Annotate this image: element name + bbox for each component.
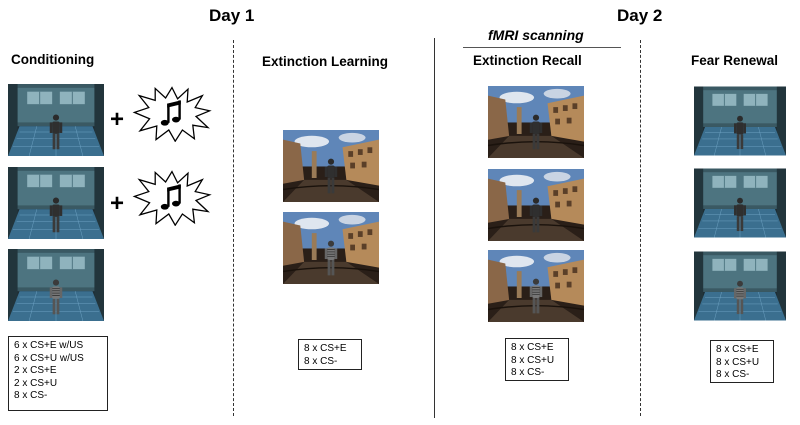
day-2-heading: Day 2 — [617, 6, 663, 25]
trial-line: 6 x CS+U w/US — [14, 352, 84, 364]
phase-title-conditioning: Conditioning — [11, 52, 95, 67]
trial-line: 8 x CS- — [14, 390, 48, 401]
separator-day1-day2 — [434, 38, 435, 418]
extinction-learning-trial-list: 8 x CS+E 8 x CS- — [298, 339, 362, 370]
phase-title-extinction-recall: Extinction Recall — [473, 53, 582, 68]
extinction-recall-trial-list: 8 x CS+E 8 x CS+U 8 x CS- — [505, 338, 569, 381]
fear-renewal-image-cs-plus-u — [694, 168, 786, 238]
separator-conditioning-extinction — [233, 40, 234, 416]
music-note-burst-icon — [132, 170, 212, 226]
extinction-recall-image-cs-plus-e — [488, 86, 584, 158]
trial-line: 8 x CS+U — [511, 354, 555, 366]
conditioning-image-cs-plus-u — [8, 167, 104, 239]
fmri-scanning-label: fMRI scanning — [488, 27, 584, 43]
trial-line: 2 x CS+U — [14, 377, 58, 389]
conditioning-trial-list: 6 x CS+E w/US 6 x CS+U w/US 2 x CS+E 2 x… — [8, 336, 108, 411]
plus-sign-1: + — [110, 106, 125, 133]
separator-recall-renewal — [640, 40, 641, 416]
conditioning-image-cs-minus — [8, 249, 104, 321]
fmri-underline — [463, 47, 621, 48]
trial-line: 8 x CS- — [511, 367, 545, 378]
fear-renewal-image-cs-minus — [694, 251, 786, 321]
phase-title-extinction-learning: Extinction Learning — [262, 54, 389, 69]
trial-line: 2 x CS+E — [14, 365, 57, 376]
fear-renewal-trial-list: 8 x CS+E 8 x CS+U 8 x CS- — [710, 340, 774, 383]
extinction-recall-image-cs-plus-u — [488, 169, 584, 241]
trial-line: 8 x CS+E — [716, 344, 759, 355]
phase-title-fear-renewal: Fear Renewal — [691, 53, 779, 68]
extinction-learning-image-cs-plus-e — [283, 130, 379, 202]
trial-line: 8 x CS+E — [304, 343, 347, 354]
trial-line: 8 x CS+E — [511, 342, 554, 353]
fear-renewal-image-cs-plus-e — [694, 86, 786, 156]
trial-line: 8 x CS- — [716, 369, 750, 380]
plus-sign-2: + — [110, 190, 125, 217]
music-note-burst-icon — [132, 86, 212, 142]
trial-line: 8 x CS- — [304, 355, 338, 367]
conditioning-image-cs-plus-e — [8, 84, 104, 156]
extinction-recall-image-cs-minus — [488, 250, 584, 322]
day-1-heading: Day 1 — [209, 6, 255, 25]
trial-line: 6 x CS+E w/US — [14, 340, 84, 351]
extinction-learning-image-cs-minus — [283, 212, 379, 284]
trial-line: 8 x CS+U — [716, 356, 760, 368]
